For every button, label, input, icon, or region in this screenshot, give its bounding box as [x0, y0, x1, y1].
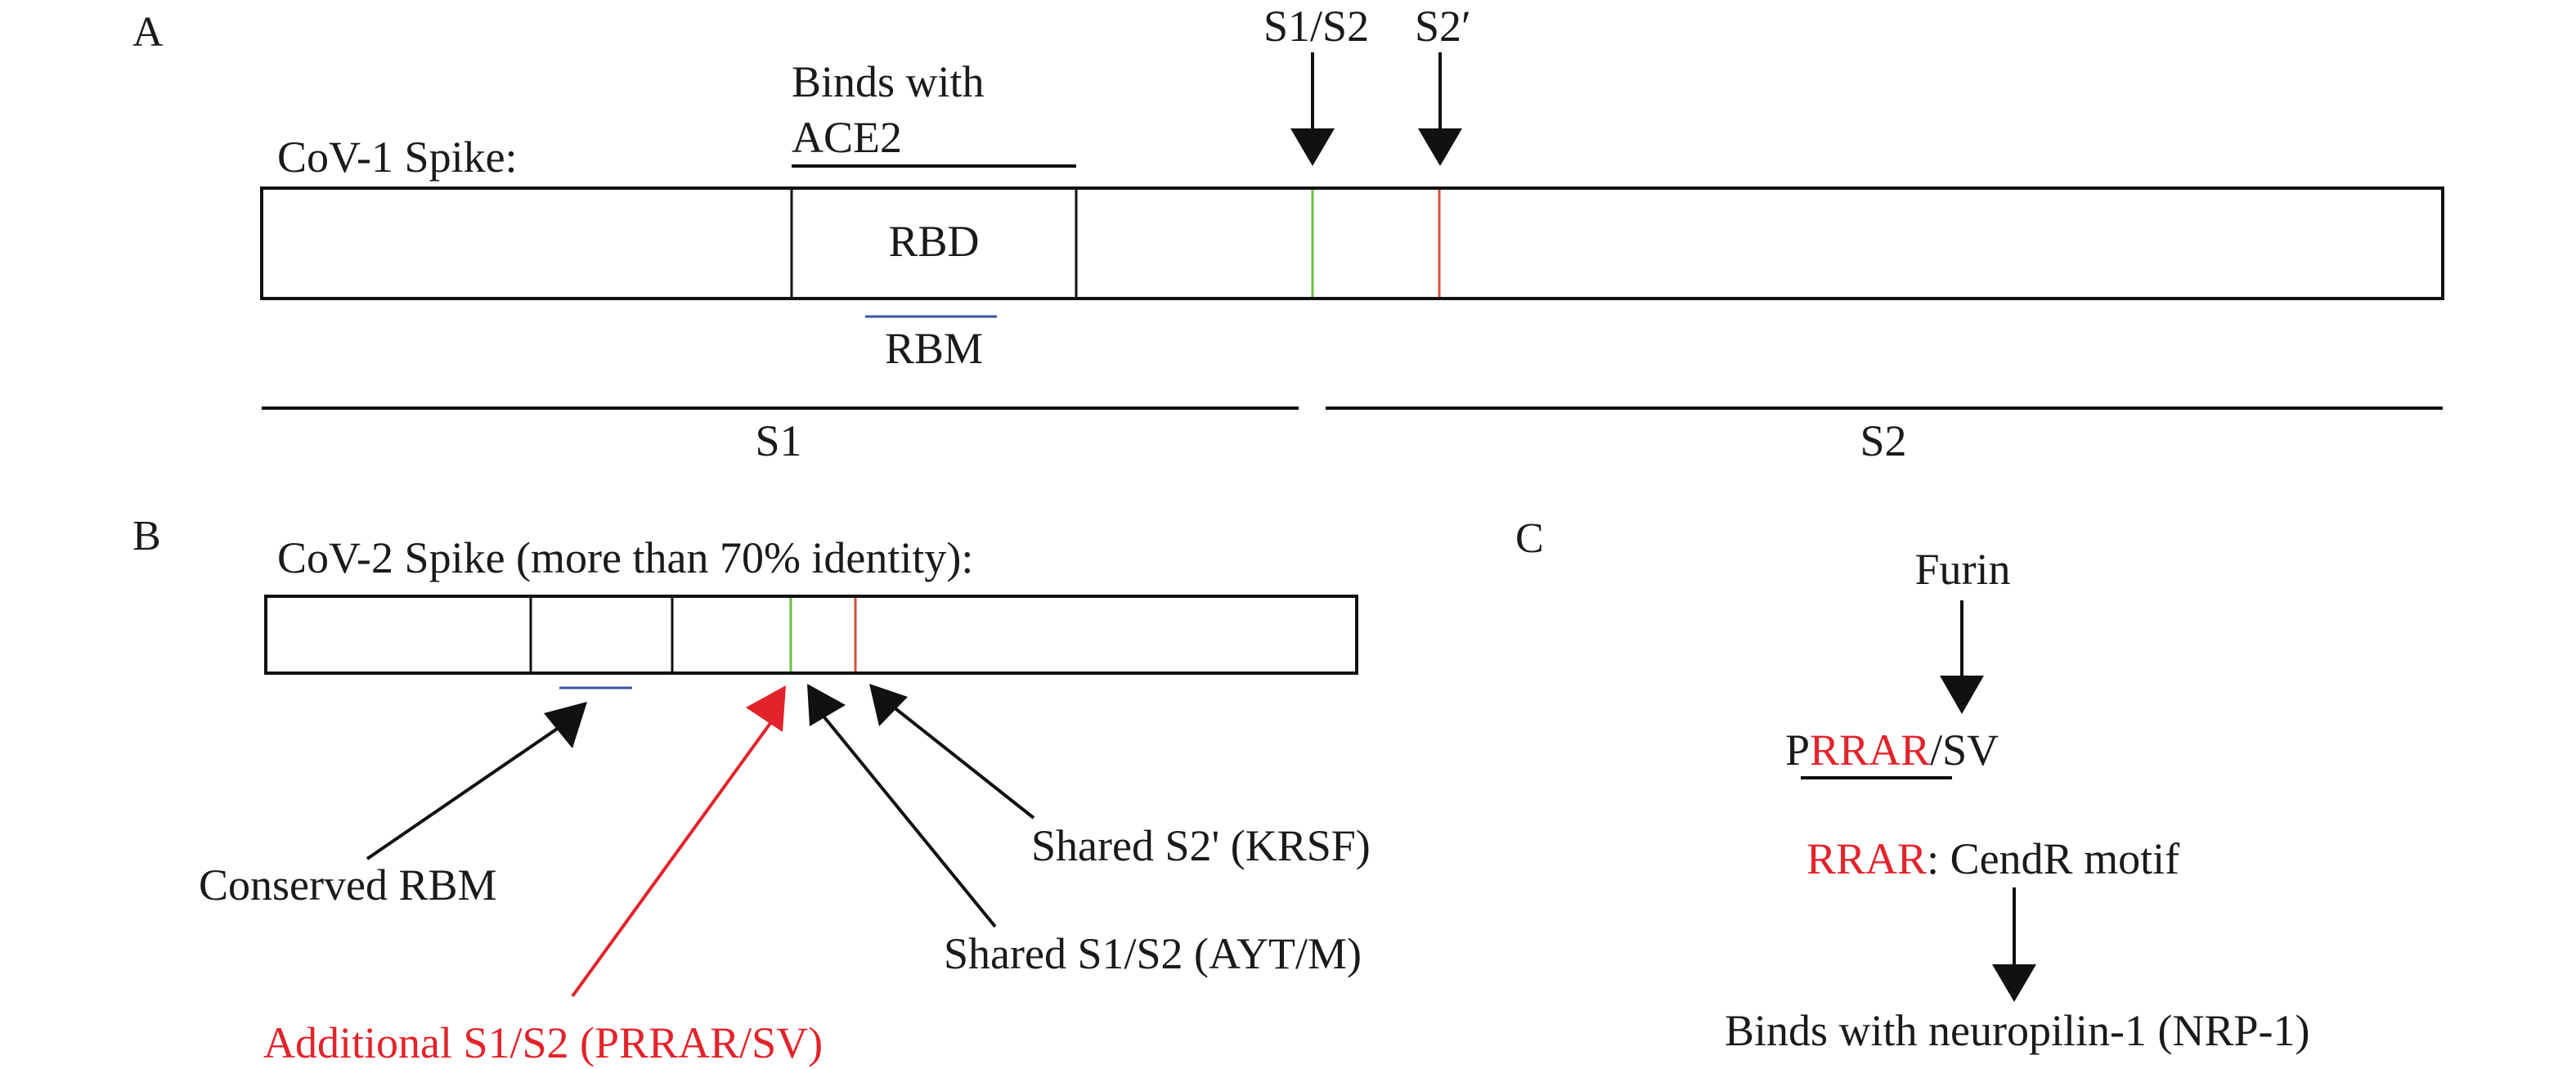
arrow-icon: [366, 702, 587, 860]
panel-a-letter: A: [132, 9, 164, 56]
down-arrow-icon: [1418, 52, 1462, 166]
cov2-spike-title: CoV-2 Spike (more than 70% identity):: [277, 533, 973, 582]
rbd-label: RBD: [888, 217, 979, 266]
furin-label: Furin: [1914, 545, 2010, 594]
rbm-label: RBM: [885, 324, 983, 373]
s2prime-site-label: S2′: [1415, 2, 1471, 51]
panel-c: C Furin PRRAR/SV RRAR: CendR motif Binds…: [1515, 515, 2309, 1055]
cendr-motif-line: RRAR: CendR motif: [1806, 834, 2179, 883]
cov2-spike-bar: [264, 595, 1358, 675]
cleavage-sequence: PRRAR/SV: [1785, 725, 1999, 775]
s1s2-site-label: S1/S2: [1263, 2, 1369, 51]
cendr-motif: RRAR: [1806, 834, 1927, 883]
arrow-icon: [571, 685, 786, 998]
binds-ace2-label-line1: Binds with: [792, 57, 985, 106]
arrow-icon: [807, 684, 997, 928]
sequence-suffix: /SV: [1930, 725, 1999, 775]
panel-b-letter: B: [132, 513, 161, 559]
sequence-prefix: P: [1785, 725, 1810, 775]
s1-subunit-label: S1: [755, 416, 801, 465]
down-arrow-icon: [1290, 52, 1335, 166]
panel-a: A CoV-1 Spike: Binds with ACE2 S1/S2 S2′…: [132, 2, 2444, 465]
panel-c-letter: C: [1515, 515, 1544, 562]
shared-s2prime-label: Shared S2' (KRSF): [1031, 821, 1371, 870]
nrp1-binding-label: Binds with neuropilin-1 (NRP-1): [1725, 1006, 2309, 1055]
cov1-spike-title: CoV-1 Spike:: [277, 133, 518, 182]
s2-subunit-label: S2: [1860, 416, 1906, 465]
cendr-motif-description: : CendR motif: [1927, 834, 2179, 883]
shared-s1s2-label: Shared S1/S2 (AYT/M): [944, 929, 1362, 978]
conserved-rbm-label: Conserved RBM: [199, 860, 497, 910]
binds-ace2-label-line2: ACE2: [792, 113, 902, 162]
down-arrow-icon: [1992, 887, 2036, 1002]
cov1-spike-bar: [260, 186, 2444, 300]
sequence-motif: RRAR: [1810, 725, 1930, 775]
additional-s1s2-label: Additional S1/S2 (PRRAR/SV): [263, 1018, 823, 1067]
down-arrow-icon: [1940, 600, 1984, 714]
panel-b: B CoV-2 Spike (more than 70% identity): …: [132, 513, 1371, 1067]
arrow-icon: [869, 684, 1035, 820]
